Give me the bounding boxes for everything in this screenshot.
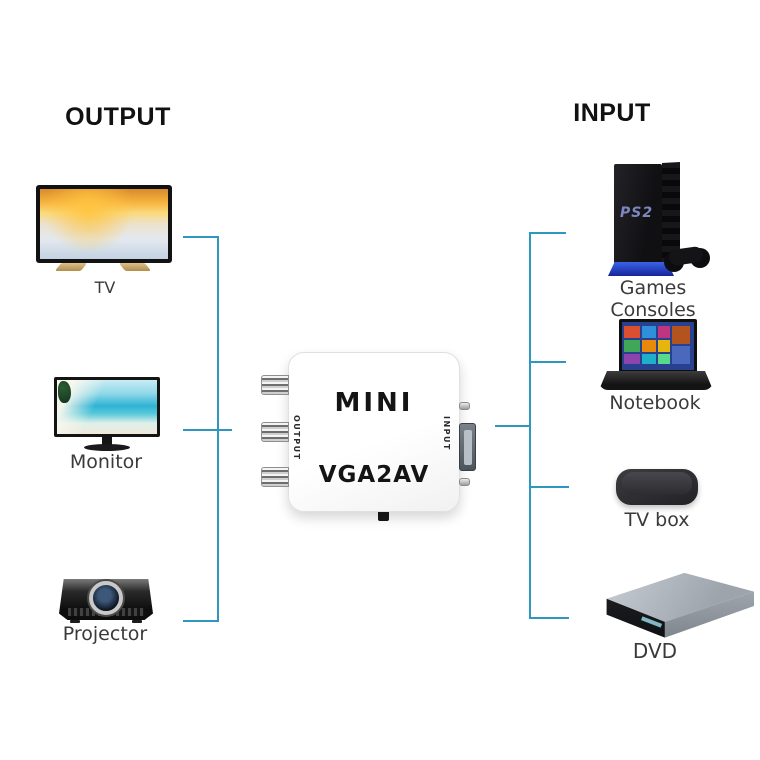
dvd-label: DVD bbox=[632, 639, 678, 663]
screen-tile bbox=[642, 354, 656, 364]
converter-input-port-label: INPUT bbox=[442, 416, 451, 451]
projector-connector-line bbox=[183, 620, 219, 622]
monitor-screen bbox=[57, 380, 157, 434]
screen-tile bbox=[658, 354, 670, 364]
converter-model-text: VGA2AV bbox=[318, 462, 430, 488]
console-stand bbox=[608, 262, 674, 276]
screen-tile bbox=[658, 340, 670, 352]
input-heading: INPUT bbox=[573, 99, 651, 127]
tv-label: TV bbox=[94, 278, 116, 297]
games-connector-line bbox=[529, 232, 566, 234]
projector-foot bbox=[132, 620, 142, 623]
converter-brand-text: MINI bbox=[334, 388, 414, 418]
vga-port-slot bbox=[464, 430, 472, 465]
tv-foot bbox=[118, 263, 152, 271]
monitor-connector-line bbox=[183, 429, 232, 431]
monitor-base bbox=[84, 444, 130, 451]
screen-tile bbox=[642, 340, 656, 352]
screen-tile bbox=[624, 340, 640, 352]
screen-tile bbox=[658, 326, 670, 338]
converter-output-port-label: OUTPUT bbox=[292, 415, 301, 461]
tv-bezel bbox=[36, 185, 172, 263]
notebook-screen bbox=[619, 319, 697, 373]
rca-jack bbox=[261, 467, 289, 487]
games-consoles-label: Games Consoles bbox=[610, 277, 696, 321]
notebook-connector-line bbox=[529, 361, 566, 363]
tv-box-connector-line bbox=[529, 486, 569, 488]
notebook-display bbox=[622, 322, 694, 370]
converter-body bbox=[288, 352, 460, 512]
screen-tile bbox=[672, 346, 690, 364]
converter-feed-line bbox=[495, 425, 531, 427]
tv-box-top bbox=[622, 472, 692, 495]
console-side-vents bbox=[662, 162, 680, 268]
monitor-stand bbox=[102, 437, 112, 445]
screen-tile bbox=[624, 354, 640, 364]
vga-screw-post bbox=[459, 402, 470, 410]
projector-lens bbox=[89, 581, 123, 615]
monitor-bezel bbox=[54, 377, 160, 437]
notebook-base bbox=[599, 371, 713, 390]
console-tower bbox=[614, 164, 662, 264]
console-logo: PS2 bbox=[620, 205, 654, 221]
rca-jack bbox=[261, 375, 289, 395]
rca-jack bbox=[261, 422, 289, 442]
screen-tile bbox=[642, 326, 656, 338]
dvd-player-icon bbox=[592, 570, 754, 642]
vga-screw-post bbox=[459, 478, 470, 486]
screen-tile bbox=[624, 326, 640, 338]
projector-label: Projector bbox=[62, 623, 148, 645]
notebook-label: Notebook bbox=[609, 392, 701, 414]
tv-screen bbox=[40, 189, 168, 259]
tv-box-label: TV box bbox=[624, 509, 690, 531]
dvd-connector-line bbox=[529, 617, 569, 619]
converter-switch bbox=[378, 508, 389, 521]
palm-tree bbox=[58, 381, 71, 403]
tv-foot bbox=[54, 263, 88, 271]
projector-foot bbox=[70, 620, 80, 623]
monitor-label: Monitor bbox=[69, 451, 143, 473]
output-heading: OUTPUT bbox=[65, 103, 171, 131]
screen-tile bbox=[672, 326, 690, 344]
tv-connector-line bbox=[183, 236, 219, 238]
